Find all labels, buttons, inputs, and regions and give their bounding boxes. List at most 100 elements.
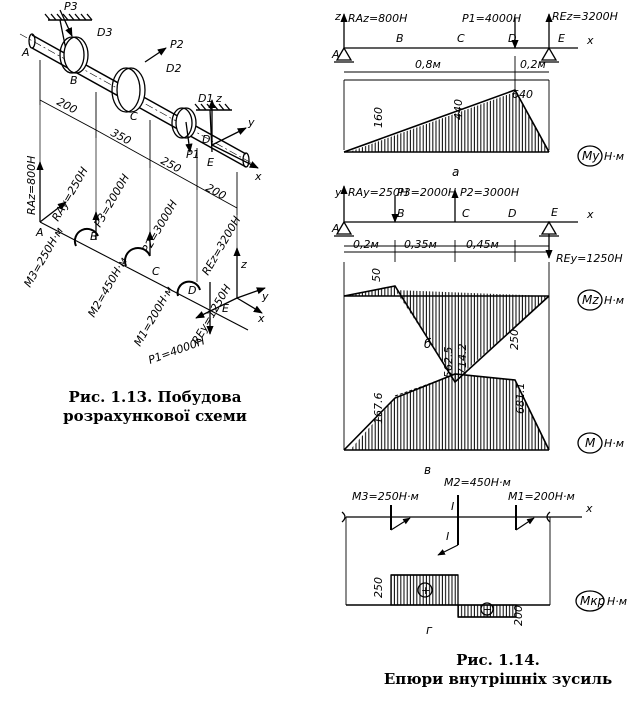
panel-v [343,330,603,454]
label-pe-b: E [551,206,558,219]
label-axis-z: z [215,92,222,105]
minus-sign-circle [480,602,494,616]
label-box-my [577,145,603,167]
label-m1-g: M1=200H·м [508,490,575,503]
label-pd-b: D [508,207,516,220]
figure-14-caption-line1: Рис. 1.14. [456,651,540,669]
label-x-bottom: x [257,312,265,325]
force-p3-arrow [59,9,73,37]
plus-sign-circle [417,582,433,598]
label-ray: RAy=250H [49,165,90,224]
label-axis-x: x [254,170,262,183]
label-pa-a: A [331,48,340,61]
mz-fill-main [395,290,549,380]
label-b-top: B [70,74,78,87]
label-dim1-b: 0,2м [353,238,379,251]
plus-sign: + [421,584,430,597]
label-a-top: A [21,46,30,59]
disk-d2 [116,67,146,113]
label-m2: M2=450H·м [85,255,130,319]
dim-200-ab: 200 [55,95,80,116]
label-m1: M1=200H·м [131,284,176,348]
panel-v-labels: 167.6 714.2 681.1 M H·м в [372,344,624,478]
label-pd-a: D [508,32,516,45]
value-167-6: 167.6 [372,393,385,425]
label-d1: D1 [198,92,213,105]
m-diagram-fill [350,374,549,450]
label-rez-a: REz=3200H [552,10,618,23]
label-m2-g: M2=450H·м [444,476,511,489]
label-p3-bottom: P3=2000H [91,172,132,230]
value-562-5: 562.5 [442,347,455,379]
label-raz-a: RAz=800H [348,12,407,25]
diagram-label-m: M [585,436,596,450]
figure-13-caption: Рис. 1.13. Побудова розрахункової схеми [50,388,260,426]
axis-y-top [211,127,247,146]
value-50: 50 [370,268,383,282]
label-d3: D3 [97,26,112,39]
bearing-a [44,13,93,51]
axis-x-top [211,144,259,169]
label-dim1-a: 0,8м [415,58,441,71]
label-ray-b: RAy=250H [348,186,408,199]
panel-b [334,185,603,384]
figure-14-caption: Рис. 1.14. Епюри внутрішніх зусиль [378,651,618,689]
dim-250-cd: 250 [159,154,184,175]
label-y-bottom: y [261,290,269,303]
unit-mz: H·м [604,294,624,307]
my-diagram-outline [343,89,550,153]
label-pb-a: B [396,32,404,45]
panel-b-labels: y RAy=250H P3=2000H P2=3000H REy=1250H x… [331,186,624,378]
label-p2-b: P2=3000H [460,186,519,199]
unit-my: H·м [604,150,624,163]
mz-outline [343,285,550,384]
label-axis-y: y [247,116,255,129]
panel-letter-a: а [452,165,459,179]
minus-sign: − [483,603,492,616]
panel-g [341,495,605,618]
label-box-mkr [575,590,605,612]
label-b-bottom: B [90,230,98,243]
force-scheme [36,161,266,335]
value-160: 160 [372,107,385,128]
unit-mkr: H·м [607,595,627,608]
label-dim2-b: 0,35м [404,238,437,251]
label-p2: P2 [170,38,184,51]
panel-g-labels: M3=250H·м M2=450H·м M1=200H·м x I I 250 … [352,476,627,637]
label-axis-z-a: z [334,10,341,23]
value-681-1: 681.1 [514,383,527,415]
label-pa-b: A [331,222,340,235]
label-c-top: C [130,110,138,123]
figure-13-caption-line2: розрахункової схеми [63,407,247,425]
label-d-bottom: D [188,284,196,297]
section-mark-mid: I [446,530,449,543]
label-pc-b: C [462,207,470,220]
label-p3-b: P3=2000H [397,186,456,199]
section-mark-top: I [451,500,454,513]
label-p1: P1 [186,148,200,161]
label-z-bottom: z [240,258,247,271]
moment-m3-arc [73,227,99,247]
label-c-bottom: C [152,265,160,278]
unit-m: H·м [604,437,624,450]
label-m3-g: M3=250H·м [352,490,419,503]
moment-m2-arc [124,247,151,267]
moment-m1-arc [176,280,201,297]
label-rey-b: REy=1250H [556,252,623,265]
label-p1-a: P1=4000H [462,12,521,25]
panel-a-labels: z RAz=800H P1=4000H REz=3200H x A B C D … [331,10,624,179]
label-raz: RAz=800H [25,156,38,215]
label-e-top: E [207,156,214,169]
figure-14-caption-line2: Епюри внутрішніх зусиль [383,670,613,688]
value-440: 440 [452,99,465,120]
label-box-m [577,432,603,454]
label-dim2-a: 0,2м [520,58,546,71]
label-pc-a: C [457,32,465,45]
force-p2-arrow [144,47,167,63]
figure-13-caption-line1: Рис. 1.13. Побудова [68,388,242,406]
label-e-bottom: E [222,302,229,315]
label-axis-x-g: x [585,502,593,515]
diagram-label-mz: Mz [582,293,599,307]
label-box-mz [577,289,603,311]
